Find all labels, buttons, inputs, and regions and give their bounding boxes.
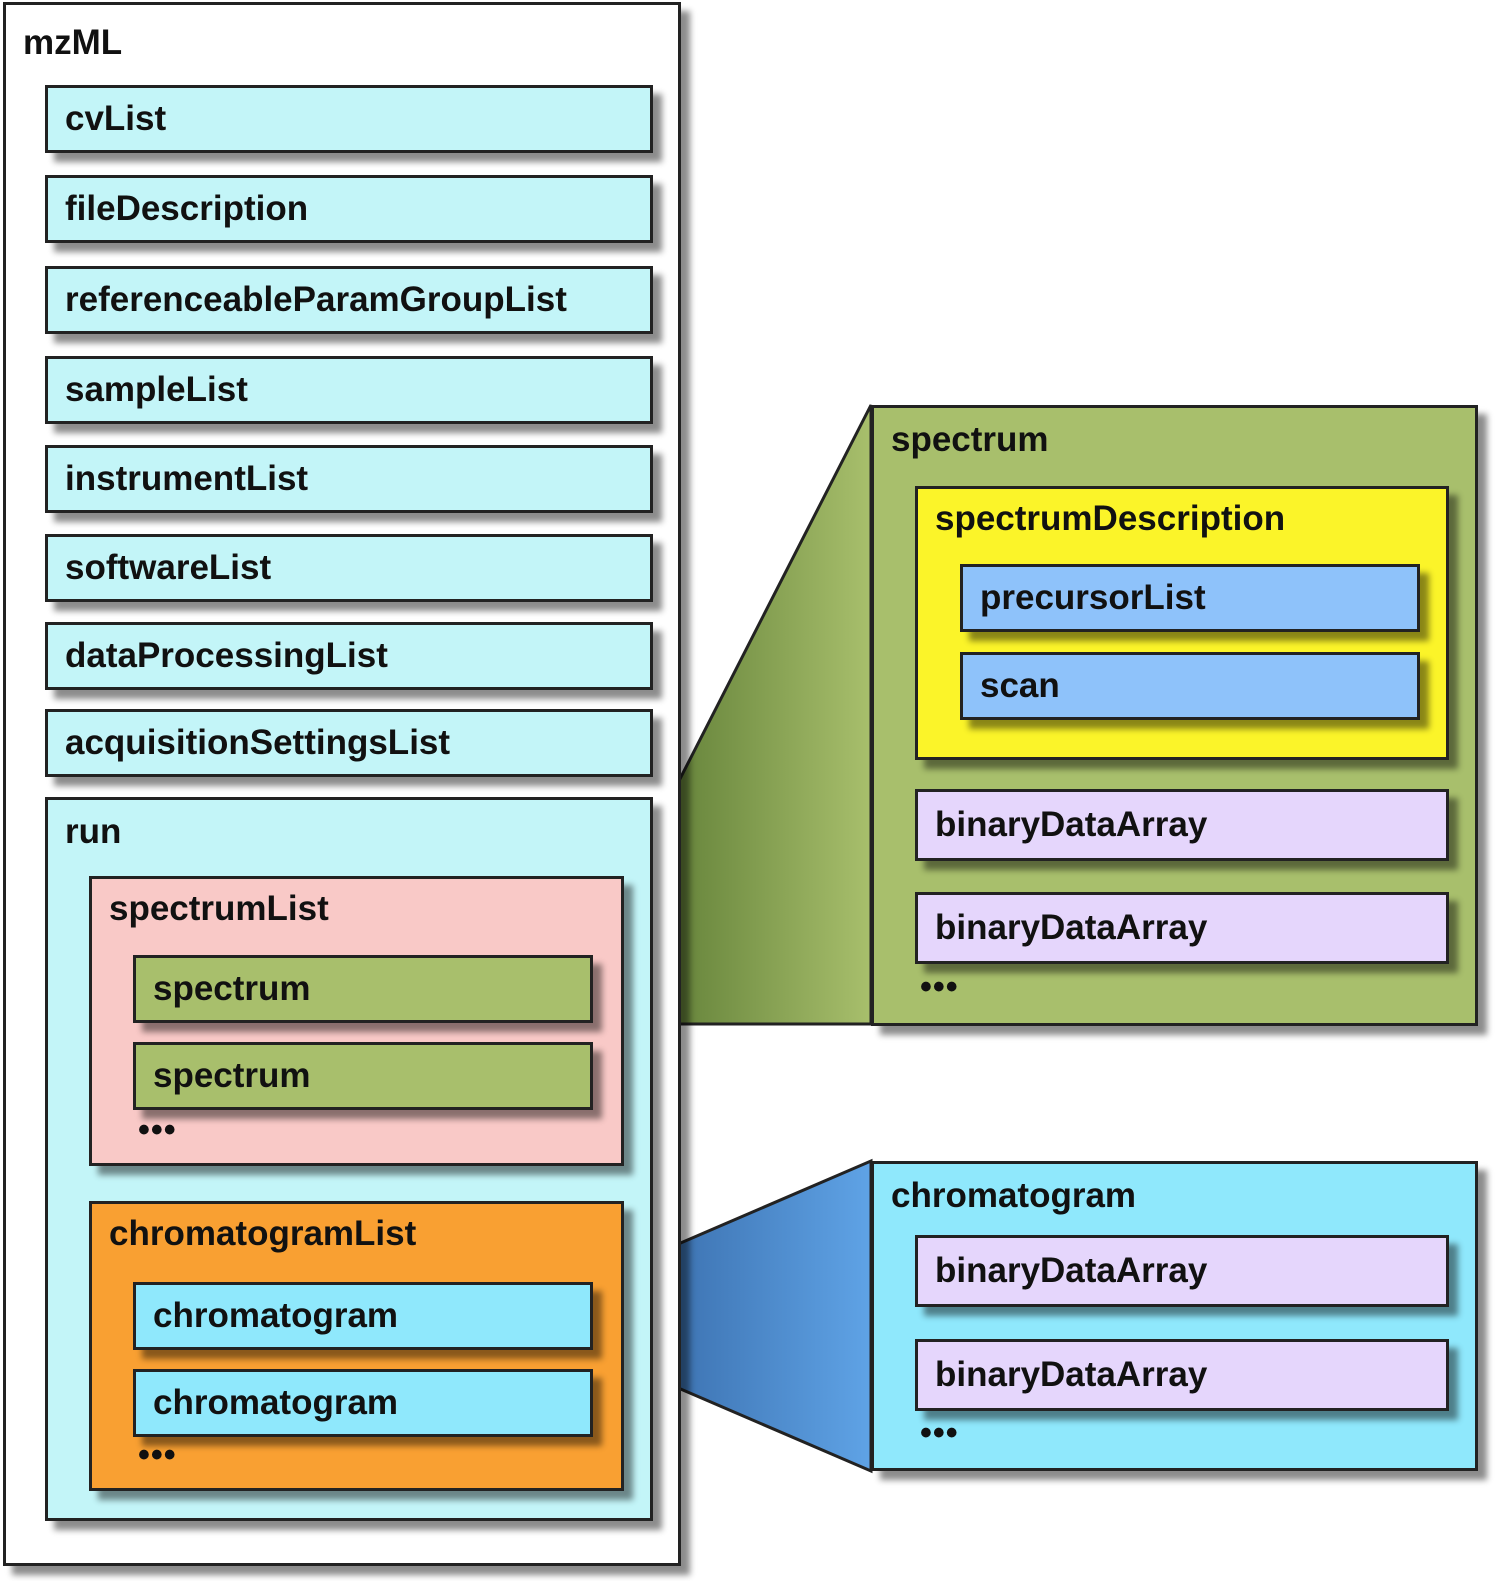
- acquisitionsettingslist-label: acquisitionSettingsList: [65, 723, 451, 762]
- spectrumlist-ellipsis: •••: [138, 1111, 177, 1149]
- spectrum-binarydataarray-2-label: binaryDataArray: [935, 908, 1208, 947]
- run-title: run: [65, 812, 122, 851]
- spectrum-item-2: spectrum: [133, 1042, 593, 1110]
- dataprocessinglist-box: dataProcessingList: [45, 622, 653, 690]
- cvlist-label: cvList: [65, 99, 167, 138]
- referenceableparamgrouplist-label: referenceableParamGroupList: [65, 280, 567, 319]
- chromatogram-detail-ellipsis: •••: [920, 1414, 959, 1452]
- samplelist-label: sampleList: [65, 370, 248, 409]
- samplelist-box: sampleList: [45, 356, 653, 424]
- referenceableparamgrouplist-box: referenceableParamGroupList: [45, 266, 653, 334]
- spectrumdescription-title: spectrumDescription: [935, 499, 1286, 538]
- spectrum-binarydataarray-2: binaryDataArray: [915, 892, 1449, 964]
- softwarelist-box: softwareList: [45, 534, 653, 602]
- scan-box: scan: [960, 652, 1420, 720]
- spectrum-detail-ellipsis: •••: [920, 968, 959, 1006]
- mzml-title: mzML: [23, 23, 123, 62]
- filedescription-label: fileDescription: [65, 189, 309, 228]
- spectrumlist-title: spectrumList: [109, 889, 329, 928]
- chromatogram-detail-box: chromatogram •••: [871, 1161, 1478, 1471]
- chromatogram-item-1: chromatogram: [133, 1282, 593, 1350]
- spectrum-item-1-label: spectrum: [153, 969, 311, 1008]
- spectrum-detail-title: spectrum: [891, 420, 1049, 459]
- chromatogram-detail-title: chromatogram: [891, 1176, 1137, 1215]
- precursorlist-label: precursorList: [980, 578, 1206, 617]
- dataprocessinglist-label: dataProcessingList: [65, 636, 388, 675]
- chromatogramlist-ellipsis: •••: [138, 1436, 177, 1474]
- filedescription-box: fileDescription: [45, 175, 653, 243]
- instrumentlist-box: instrumentList: [45, 445, 653, 513]
- chromatogram-binarydataarray-1: binaryDataArray: [915, 1235, 1449, 1307]
- chromatogram-item-2: chromatogram: [133, 1369, 593, 1437]
- softwarelist-label: softwareList: [65, 548, 272, 587]
- chromatogramlist-title: chromatogramList: [109, 1214, 417, 1253]
- spectrum-binarydataarray-1-label: binaryDataArray: [935, 805, 1208, 844]
- cvlist-box: cvList: [45, 85, 653, 153]
- chromatogram-binarydataarray-2-label: binaryDataArray: [935, 1355, 1208, 1394]
- spectrum-binarydataarray-1: binaryDataArray: [915, 789, 1449, 861]
- instrumentlist-label: instrumentList: [65, 459, 309, 498]
- chromatogram-item-1-label: chromatogram: [153, 1296, 399, 1335]
- acquisitionsettingslist-box: acquisitionSettingsList: [45, 709, 653, 777]
- spectrum-item-1: spectrum: [133, 955, 593, 1023]
- precursorlist-box: precursorList: [960, 564, 1420, 632]
- chromatogram-item-2-label: chromatogram: [153, 1383, 399, 1422]
- chromatogram-binarydataarray-2: binaryDataArray: [915, 1339, 1449, 1411]
- scan-label: scan: [980, 666, 1060, 705]
- spectrum-item-2-label: spectrum: [153, 1056, 311, 1095]
- chromatogram-binarydataarray-1-label: binaryDataArray: [935, 1251, 1208, 1290]
